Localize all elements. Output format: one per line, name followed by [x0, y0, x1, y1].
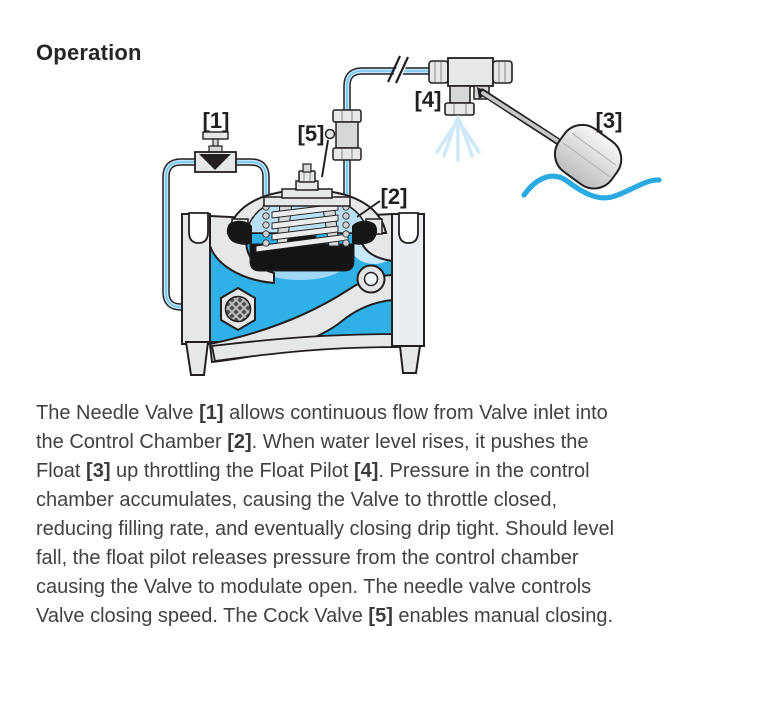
- spring-assembly: [255, 193, 350, 253]
- float-label: [3]: [596, 108, 623, 133]
- cock-valve: [321, 109, 362, 178]
- text-line: fall, the float pilot releases pressure …: [36, 547, 579, 569]
- text-line: Float [3] up throttling the Float Pilot …: [36, 460, 590, 482]
- float-rod: [477, 87, 572, 152]
- operation-description: The Needle Valve [1] allows continuous f…: [36, 399, 676, 631]
- control-chamber-leader: [356, 200, 381, 218]
- inlet-flange: [181, 212, 211, 376]
- needle-valve-tube: [162, 158, 270, 311]
- text-line: Valve closing speed. The Cock Valve [5] …: [36, 605, 613, 627]
- float: [553, 123, 623, 190]
- text-line: chamber accumulates, causing the Valve t…: [36, 489, 558, 511]
- main-valve: [181, 163, 425, 376]
- text-line: The Needle Valve [1] allows continuous f…: [36, 402, 608, 424]
- water-line-wave: [521, 173, 662, 201]
- text-line: the Control Chamber [2]. When water leve…: [36, 431, 589, 453]
- outlet-flange: [391, 212, 425, 374]
- float-pilot-label: [4]: [415, 87, 442, 112]
- needle-valve-label: [1]: [203, 108, 230, 133]
- inlet-strainer-port: [220, 286, 256, 332]
- cock-valve-label: [5]: [298, 121, 325, 146]
- text-line: reducing filling rate, and eventually cl…: [36, 518, 615, 540]
- spray-icon: [435, 115, 481, 162]
- pilot-pipe: [343, 67, 432, 212]
- valve-operation-diagram: [5] [4]: [162, 55, 662, 376]
- pipe-break-symbol: [387, 55, 410, 84]
- text-line: causing the Valve to modulate open. The …: [36, 576, 592, 598]
- needle-valve: [194, 131, 237, 173]
- control-chamber-label: [2]: [381, 184, 408, 209]
- page-title: Operation: [36, 40, 142, 65]
- bonnet-cap: [263, 163, 351, 207]
